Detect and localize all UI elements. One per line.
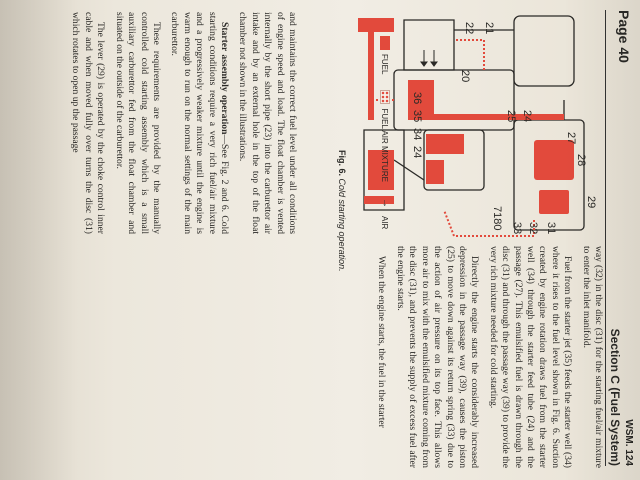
- paragraph: These requirements are provided by the m…: [113, 12, 162, 234]
- callout-21: 21: [483, 22, 495, 34]
- callout-39: 36: [411, 92, 423, 104]
- callout-numbers: 29 27 28 31 32 33 24 25 36 35 34 24 21 2…: [411, 22, 597, 234]
- callout-24: 24: [521, 110, 533, 122]
- legend-mixture-label: FUEL AIR MIXTURE: [380, 108, 390, 182]
- page-number: Page 40: [616, 10, 632, 63]
- legend-fuel-label: FUEL: [380, 54, 390, 75]
- manual-code: WSM. 124: [623, 419, 634, 466]
- callout-20: 20: [459, 70, 471, 82]
- text-column-right: way (32) in the disc (31) for the starti…: [369, 246, 605, 468]
- callout-25: 25: [505, 110, 517, 122]
- diagram-legend: FUEL FUEL AIR MIXTURE → AIR: [380, 36, 391, 245]
- paragraph: and maintains the correct fuel level und…: [237, 12, 298, 234]
- fuel-regions: [358, 18, 574, 214]
- legend-fuel: FUEL: [380, 36, 390, 74]
- air-intake: [403, 19, 455, 71]
- figure-ref-number: 7180: [491, 206, 503, 230]
- caption-text: Cold starting operation.: [337, 178, 347, 272]
- callout-27: 27: [565, 132, 577, 144]
- fuel-swatch-icon: [380, 36, 390, 50]
- jet-housing: [423, 129, 485, 191]
- callout-22: 22: [463, 22, 475, 34]
- paragraph: Fuel from the starter jet (35) feeds the…: [487, 246, 574, 468]
- header-rule: [605, 10, 606, 466]
- callout-36: 35: [411, 110, 423, 122]
- float-chamber: [513, 15, 575, 87]
- paragraph: Directly the engine starts the considera…: [394, 246, 481, 468]
- legend-air: → AIR: [380, 197, 391, 230]
- callout-35: 34: [411, 128, 423, 140]
- air-arrows: [420, 50, 438, 67]
- legend-air-label: AIR: [380, 215, 390, 230]
- callout-33: 33: [511, 222, 523, 234]
- choke-housing: [363, 129, 405, 211]
- callout-34: 24: [411, 146, 423, 158]
- paragraph: When the engine starts, the fuel in the …: [376, 256, 388, 428]
- paragraph: way (32) in the disc (31) for the starti…: [580, 246, 604, 468]
- legend-mixture: FUEL AIR MIXTURE: [380, 90, 390, 182]
- paragraph: Starter assembly operation—See Fig. 2 an…: [168, 12, 230, 234]
- arrow-right-icon: →: [380, 197, 391, 208]
- subheading: Starter assembly operation: [218, 22, 230, 135]
- callout-28: 28: [575, 154, 587, 166]
- section-title: Section C (Fuel System): [608, 328, 622, 466]
- figure-caption: Fig. 6. Cold starting operation.: [337, 150, 347, 272]
- callout-29: 29: [585, 196, 597, 208]
- carburettor-diagram: 29 27 28 31 32 33 24 25 36 35 34 24 21 2…: [358, 15, 597, 237]
- text-column-left: and maintains the correct fuel level und…: [63, 12, 299, 234]
- callout-32: 32: [527, 222, 539, 234]
- caption-label: Fig. 6.: [337, 150, 347, 177]
- mixture-swatch-icon: [380, 90, 390, 105]
- paragraph: The lever (29) is operated by the choke …: [70, 12, 107, 234]
- callout-31: 31: [545, 222, 557, 234]
